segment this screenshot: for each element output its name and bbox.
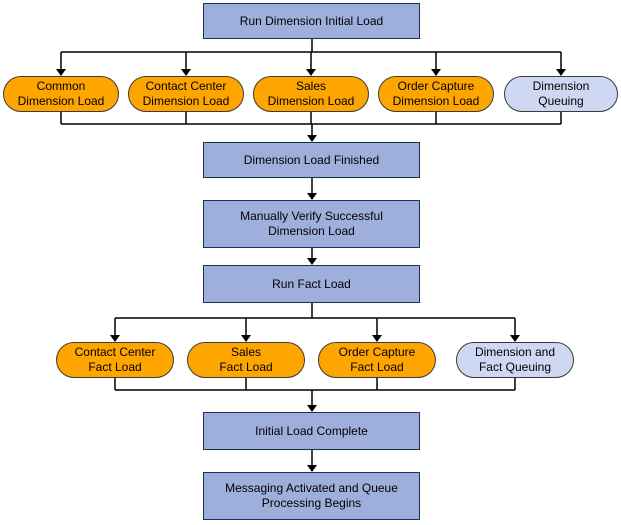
- run-fact-load-box: Run Fact Load: [203, 265, 420, 303]
- messaging-activated-box: Messaging Activated and Queue Processing…: [203, 472, 420, 520]
- contact-center-fact-load-task: Contact Center Fact Load: [56, 342, 174, 378]
- run-dimension-initial-load-box: Run Dimension Initial Load: [203, 3, 420, 39]
- dimension-load-finished-box: Dimension Load Finished: [203, 142, 420, 178]
- common-dimension-load-task: Common Dimension Load: [3, 76, 119, 112]
- manually-verify-box: Manually Verify Successful Dimension Loa…: [203, 200, 420, 248]
- order-capture-dimension-load-task: Order Capture Dimension Load: [378, 76, 494, 112]
- contact-center-dimension-load-task: Contact Center Dimension Load: [128, 76, 244, 112]
- dimension-queuing-task: Dimension Queuing: [504, 76, 618, 112]
- order-capture-fact-load-task: Order Capture Fact Load: [318, 342, 436, 378]
- dimension-and-fact-queuing-task: Dimension and Fact Queuing: [456, 342, 574, 378]
- initial-load-complete-box: Initial Load Complete: [203, 412, 420, 450]
- sales-fact-load-task: Sales Fact Load: [187, 342, 305, 378]
- sales-dimension-load-task: Sales Dimension Load: [253, 76, 369, 112]
